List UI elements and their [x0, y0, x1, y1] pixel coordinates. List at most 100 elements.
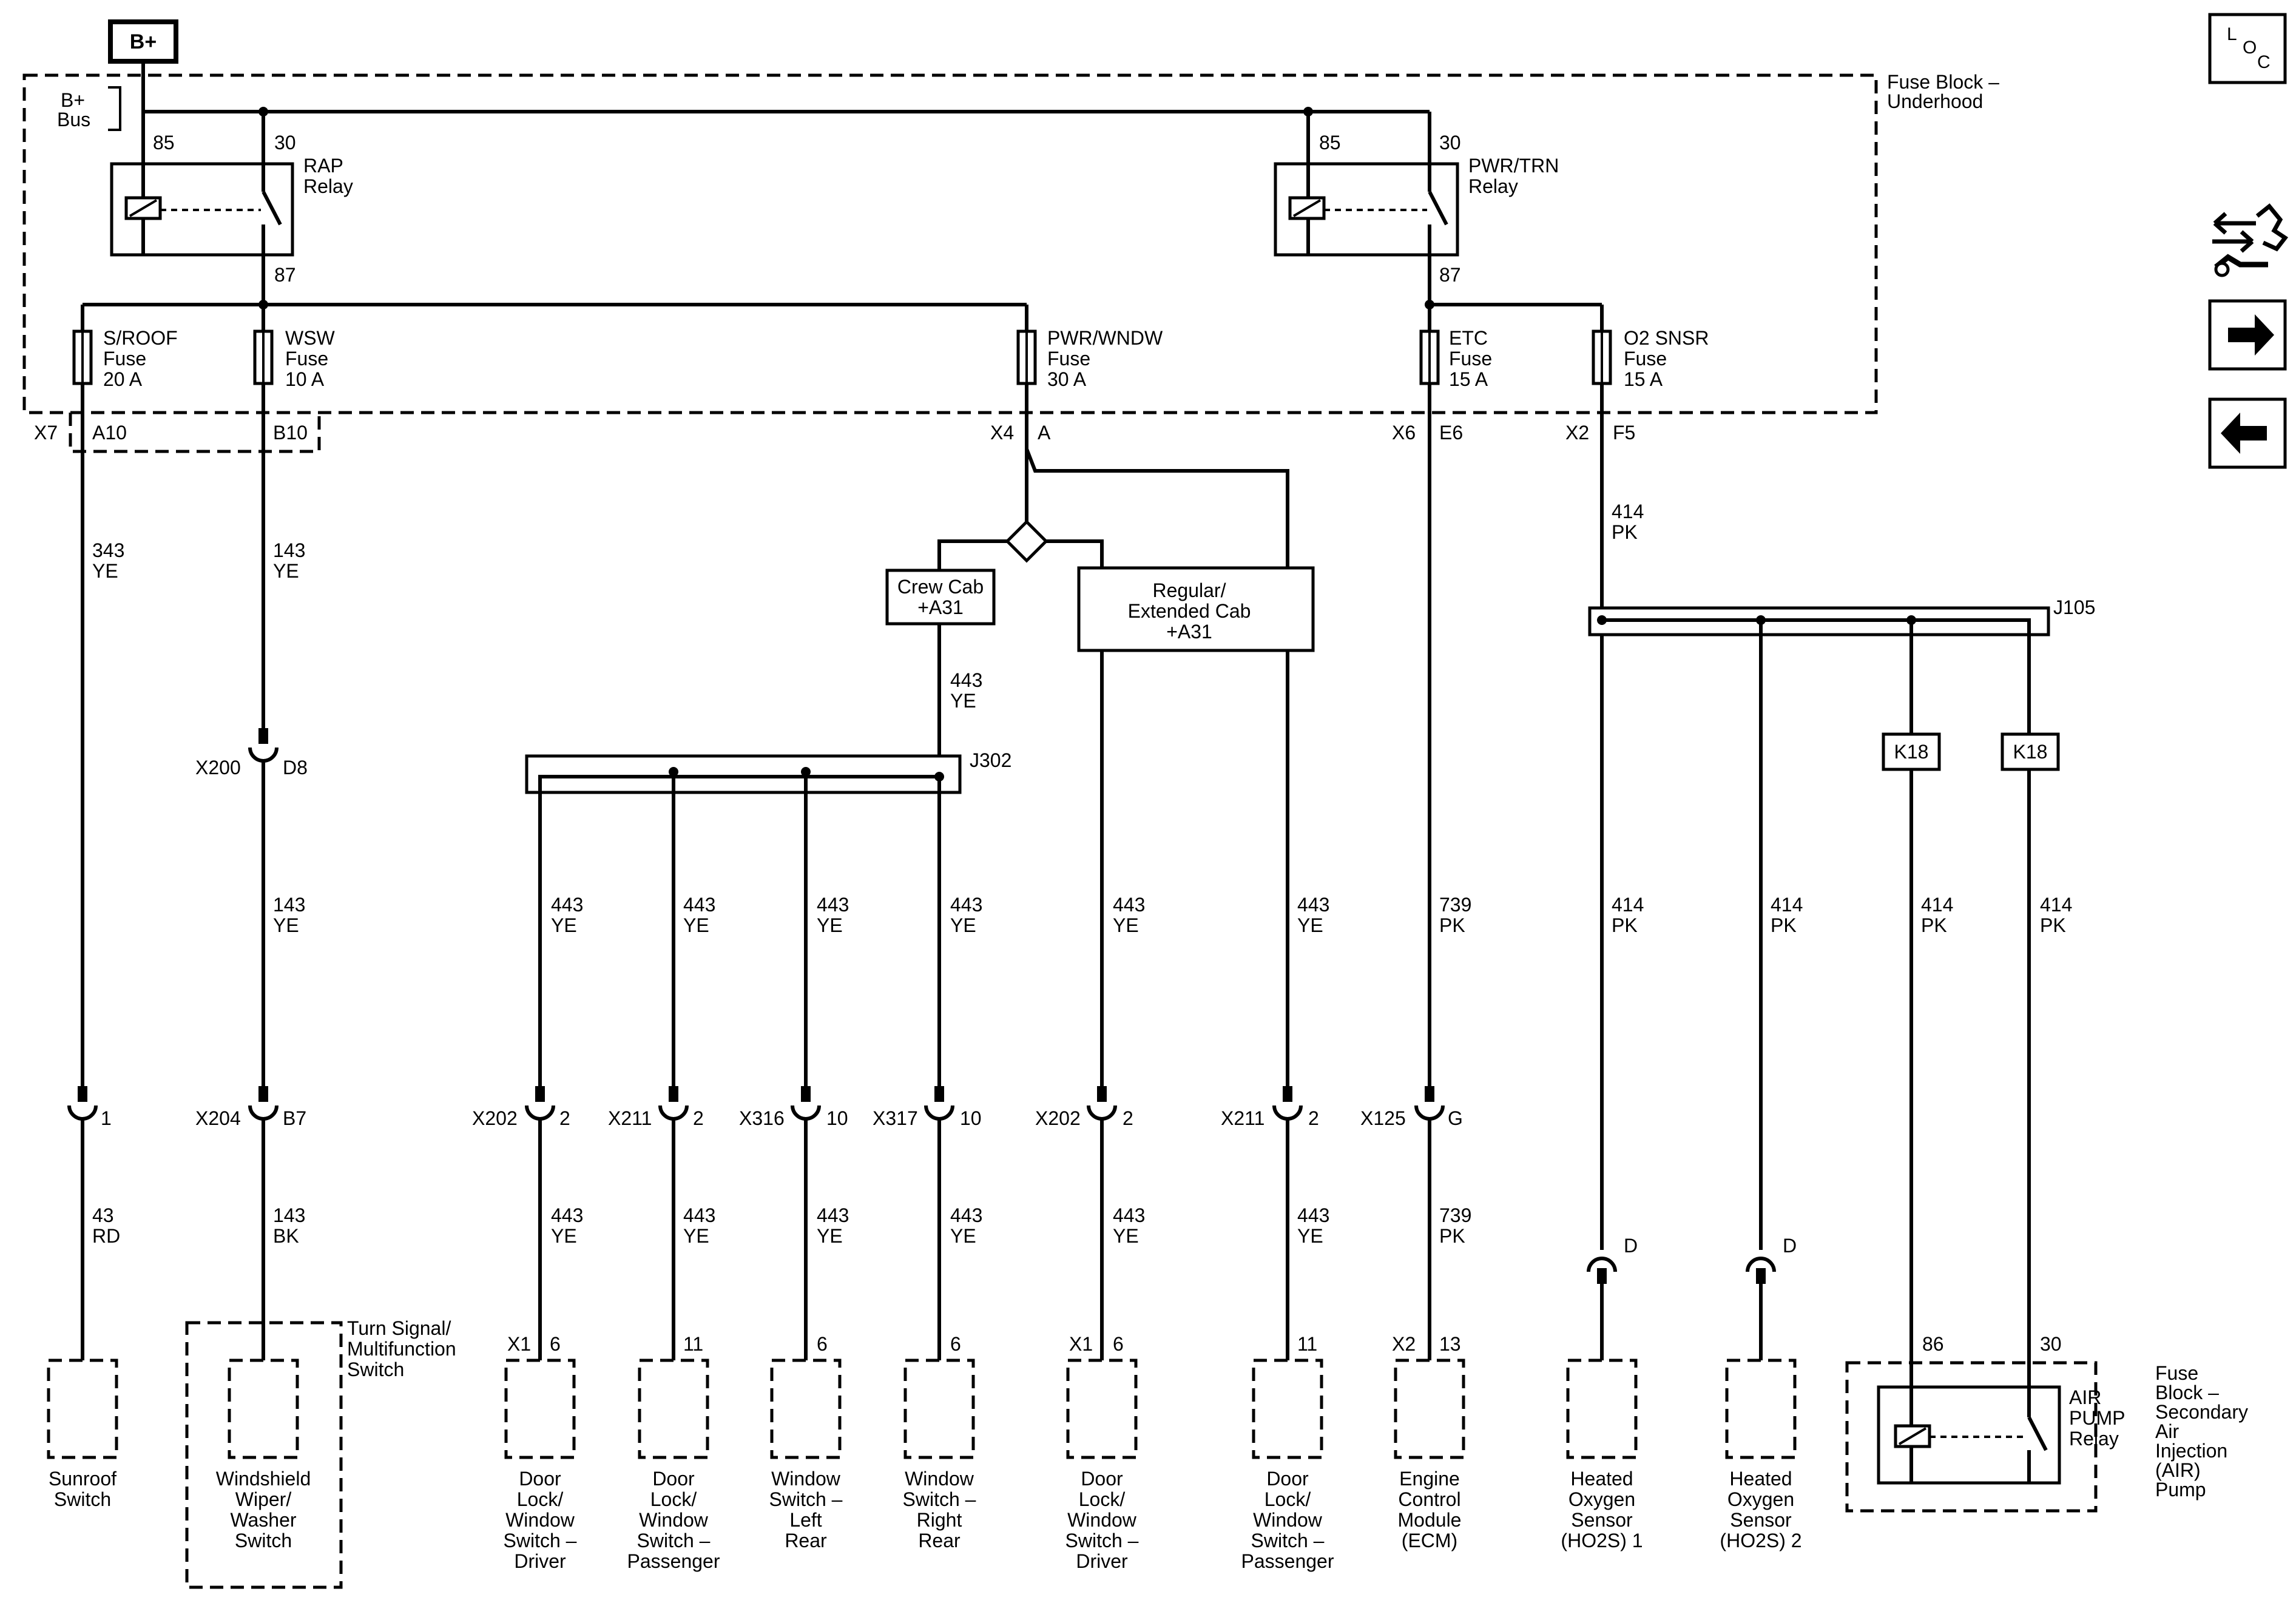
air-relay-pin-30: 30	[2040, 1333, 2062, 1355]
row2-label-3-color: YE	[551, 1225, 577, 1247]
dl-driver1-label: Door Lock/ Window Switch – Driver	[504, 1468, 577, 1572]
wire-343-color: YE	[92, 560, 118, 582]
row2-label-6-color: YE	[950, 1225, 976, 1247]
row1-label-11-color: PK	[2040, 914, 2066, 936]
row1-label-1-circuit: 443	[551, 894, 583, 916]
svg-text:Lock/: Lock/	[1264, 1488, 1311, 1510]
row1-label-3-color: YE	[817, 914, 843, 936]
svg-text:Wiper/: Wiper/	[235, 1488, 292, 1510]
svg-text:Oxygen: Oxygen	[1568, 1488, 1635, 1510]
crew-cab-line2: +A31	[917, 596, 964, 618]
svg-text:Rear: Rear	[785, 1530, 827, 1551]
svg-text:Windshield: Windshield	[216, 1468, 311, 1490]
row2-label-1-color: RD	[92, 1225, 120, 1247]
svg-text:Window: Window	[905, 1468, 974, 1490]
svg-text:Pump: Pump	[2155, 1479, 2206, 1501]
wire-414-top-circuit: 414	[1612, 501, 1644, 522]
navigation-icon[interactable]	[2212, 203, 2289, 277]
dl-driver1-box	[504, 1359, 576, 1459]
conn-a10: A10	[92, 422, 127, 444]
svg-text:Relay: Relay	[2069, 1428, 2119, 1450]
svg-text:L: L	[2227, 24, 2237, 44]
svg-text:Switch –: Switch –	[637, 1530, 711, 1551]
air-pump-relay	[1877, 1385, 2061, 1485]
regular-cab-line3: +A31	[1166, 621, 1212, 643]
fuse-wsw	[253, 305, 274, 385]
air-block-label: Fuse Block – Secondary Air Injection (AI…	[2155, 1362, 2248, 1501]
svg-text:Switch –: Switch –	[1065, 1530, 1139, 1551]
loc-icon[interactable]: L O C	[2208, 13, 2287, 84]
wire-443-crew-color: YE	[950, 690, 976, 712]
inline-5-name: X316	[739, 1107, 785, 1129]
inline-8-name: X211	[1221, 1107, 1264, 1129]
comp-pin-1-pin: 6	[550, 1333, 561, 1355]
air-relay-label: AIR PUMP Relay	[2069, 1386, 2125, 1450]
row1-label-4-circuit: 443	[950, 894, 982, 916]
svg-text:PUMP: PUMP	[2069, 1407, 2125, 1429]
lower-wires	[81, 1119, 1431, 1360]
fuse-sroof-rating: 20 A	[103, 368, 143, 390]
ecm-label: Engine Control Module (ECM)	[1398, 1468, 1462, 1551]
fuse-sroof	[72, 305, 93, 385]
row2-label-9-circuit: 739	[1439, 1204, 1471, 1226]
regular-cab-option-box	[1077, 566, 1315, 652]
conn-f5: F5	[1613, 422, 1635, 444]
svg-text:Door: Door	[1266, 1468, 1309, 1490]
wiper-switch-box	[228, 1359, 299, 1459]
comp-pin-4-pin: 6	[950, 1333, 961, 1355]
svg-text:Passenger: Passenger	[627, 1550, 720, 1572]
fuse-sroof-type: Fuse	[103, 348, 146, 370]
svg-text:Secondary: Secondary	[2155, 1401, 2248, 1423]
fuse-pwrwndw-type: Fuse	[1047, 348, 1090, 370]
row1-label-6-circuit: 443	[1297, 894, 1329, 916]
ho2s2-pin: D	[1783, 1235, 1797, 1257]
row2-label-6-circuit: 443	[950, 1204, 982, 1226]
rap-relay-label-2: Relay	[303, 175, 353, 197]
sunroof-switch-label: Sunroof Switch	[49, 1468, 116, 1510]
fuse-block-underhood-outline	[22, 73, 1878, 414]
row1-label-6-color: YE	[1297, 914, 1323, 936]
fuse-block-title-line2: Underhood	[1887, 90, 1983, 112]
svg-text:Washer: Washer	[230, 1509, 296, 1531]
inline-9-name: X125	[1360, 1107, 1406, 1129]
svg-text:O: O	[2243, 38, 2257, 58]
svg-text:Block –: Block –	[2155, 1382, 2219, 1403]
regular-cab-line2: Extended Cab	[1128, 600, 1251, 622]
svg-text:Air: Air	[2155, 1420, 2179, 1442]
turn-signal-line2: Multifunction	[347, 1338, 456, 1360]
row2-label-8-color: YE	[1297, 1225, 1323, 1247]
turn-signal-line3: Switch	[347, 1359, 404, 1380]
k18-box-1	[1882, 732, 1941, 771]
row2-label-5-color: YE	[817, 1225, 843, 1247]
svg-text:(AIR): (AIR)	[2155, 1459, 2201, 1481]
pwrtrn-relay-label-2: Relay	[1468, 175, 1518, 197]
inline-7-name: X202	[1035, 1107, 1081, 1129]
arrow-right-icon[interactable]	[2208, 299, 2287, 371]
regular-cab-branch	[1046, 539, 1104, 570]
conn-e6: E6	[1439, 422, 1463, 444]
pwrtrn-pin-30: 30	[1439, 132, 1461, 154]
ho2s1-box	[1566, 1359, 1638, 1459]
fuse-etc-name: ETC	[1449, 327, 1488, 349]
svg-text:Window: Window	[1253, 1509, 1323, 1531]
bplus-bus-line1: B+	[61, 89, 85, 111]
inline-5-pin: 10	[826, 1107, 848, 1129]
svg-text:Heated: Heated	[1570, 1468, 1633, 1490]
inline-7-pin: 2	[1123, 1107, 1133, 1129]
wire-414-top-color: PK	[1612, 521, 1638, 543]
turn-signal-switch-outline	[185, 1321, 343, 1589]
row2-label-2-color: BK	[273, 1225, 299, 1247]
dl-pass2-label: Door Lock/ Window Switch – Passenger	[1241, 1468, 1334, 1572]
row1-label-9-color: PK	[1771, 914, 1797, 936]
row2-label-4-color: YE	[683, 1225, 709, 1247]
svg-text:Switch: Switch	[235, 1530, 292, 1551]
comp-pin-1-conn: X1	[507, 1333, 531, 1355]
win-lr-label: Window Switch – Left Rear	[769, 1468, 843, 1551]
sunroof-switch-box	[47, 1359, 118, 1459]
arrow-left-icon[interactable]	[2208, 397, 2287, 469]
svg-text:Switch –: Switch –	[903, 1488, 976, 1510]
row1-label-1-color: YE	[551, 914, 577, 936]
row1-label-2-color: YE	[683, 914, 709, 936]
b-plus-label: B+	[130, 30, 157, 53]
dl-pass1-label: Door Lock/ Window Switch – Passenger	[627, 1468, 720, 1572]
